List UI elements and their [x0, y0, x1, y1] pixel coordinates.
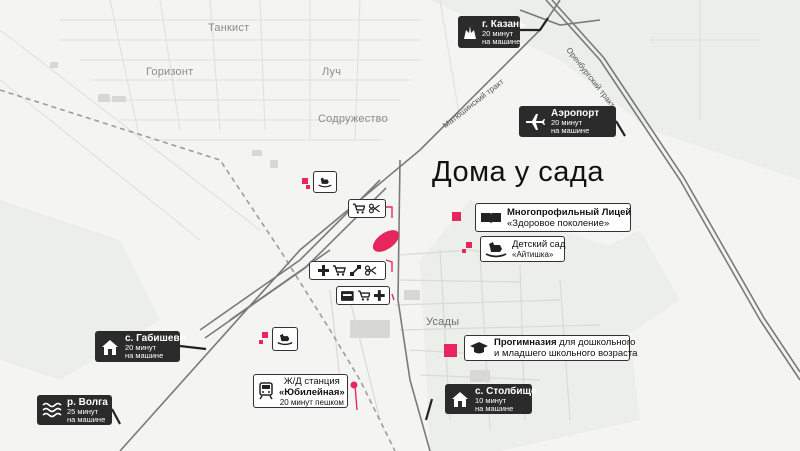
poi-kindergarten-sub: «Айтишка»	[512, 250, 554, 259]
medical-cross-icon	[318, 265, 329, 276]
kindergarten-north-marker-small	[306, 185, 310, 189]
destination-volga-name: р. Волга	[67, 396, 108, 408]
destination-airport-mode: на машине	[551, 126, 590, 135]
destination-gabishevo-time: 20 минут	[125, 343, 157, 352]
waves-icon	[42, 399, 62, 421]
district-label-sodruzhestvo: Содружество	[318, 113, 388, 125]
destination-kazan-time: 20 минут	[482, 28, 514, 38]
destination-gabishevo-mode: на машине	[125, 351, 164, 360]
destination-kazan-mode: на машине	[482, 36, 521, 46]
map-title: Дома у сада	[432, 156, 604, 188]
scissors-icon	[365, 265, 377, 276]
destination-kazan[interactable]: г. Казань 20 минут на машине	[458, 16, 525, 48]
destination-volga-mode: на машине	[67, 414, 106, 424]
kindergarten-west-marker-small	[259, 340, 263, 344]
destination-volga-time: 25 минут	[67, 406, 99, 416]
poi-progymnasium[interactable]: Прогимназия для дошкольного и младшего ш…	[464, 335, 637, 361]
atm-icon	[341, 290, 354, 301]
scissors-icon	[369, 203, 381, 214]
district-label-tankist: Танкист	[208, 22, 250, 34]
kindergarten-west-box[interactable]	[272, 327, 298, 351]
cart-icon	[357, 290, 371, 301]
destination-gabishevo[interactable]: с. Габишево 20 минут на машине	[95, 331, 186, 362]
poi-progymnasium-name: Прогимназия	[494, 337, 557, 348]
destination-kazan-name: г. Казань	[482, 18, 526, 30]
rocking-horse-icon	[485, 240, 507, 258]
poi-lyceum-sub: «Здоровое поколение»	[507, 217, 610, 229]
poi-station-sub: 20 минут пешком	[279, 397, 344, 407]
poi-station-line2: «Юбилейная»	[279, 386, 345, 398]
destination-gabishevo-name: с. Габишево	[125, 333, 186, 344]
airplane-icon	[524, 111, 546, 133]
kindergarten-north-box[interactable]	[313, 171, 337, 193]
medical-cross-icon	[374, 290, 386, 301]
poi-progymnasium-line2: и младшего школьного возраста	[494, 348, 638, 359]
rocking-horse-icon	[318, 177, 332, 188]
rocking-horse-icon	[277, 333, 293, 346]
amenity-box-shop[interactable]	[348, 199, 386, 218]
book-icon	[480, 211, 502, 225]
poi-kindergarten[interactable]: Детский сад «Айтишка»	[480, 236, 565, 262]
amenity-box-services[interactable]	[309, 261, 386, 280]
sport-icon	[350, 265, 361, 276]
poi-station-line1: Ж/Д станция	[283, 375, 340, 387]
lyceum-marker[interactable]	[452, 212, 461, 221]
house-icon	[450, 388, 470, 410]
destination-airport-time: 20 минут	[551, 118, 583, 127]
cart-icon	[353, 203, 366, 214]
train-icon	[258, 382, 274, 400]
destination-airport[interactable]: Аэропорт 20 минут на машине	[519, 106, 616, 137]
kindergarten-marker[interactable]	[466, 242, 472, 248]
kindergarten-marker-small	[462, 249, 466, 253]
kazan-emblem-icon	[463, 21, 477, 43]
progymnasium-marker[interactable]	[444, 344, 457, 357]
destination-stolbishche-mode: на машине	[475, 403, 514, 413]
district-label-gorizont: Горизонт	[146, 66, 194, 78]
destination-volga[interactable]: р. Волга 25 минут на машине	[37, 395, 112, 425]
destination-stolbishche[interactable]: с. Столбище 10 минут на машине	[445, 384, 537, 414]
kindergarten-west-marker[interactable]	[262, 332, 268, 338]
cart-icon	[333, 265, 346, 276]
poi-kindergarten-name: Детский сад	[512, 239, 566, 250]
poi-station[interactable]: Ж/Д станция «Юбилейная» 20 минут пешком	[253, 374, 348, 408]
destination-airport-name: Аэропорт	[551, 108, 600, 119]
district-label-usady: Усады	[426, 316, 460, 328]
house-icon	[100, 336, 120, 358]
poi-lyceum[interactable]: Многопрофильный Лицей «Здоровое поколени…	[475, 203, 631, 232]
amenity-box-bank[interactable]	[336, 286, 390, 305]
district-label-luch: Луч	[322, 66, 342, 78]
poi-progymnasium-desc: для дошкольного	[556, 337, 636, 348]
kindergarten-north-marker[interactable]	[302, 178, 308, 184]
poi-lyceum-name: Многопрофильный Лицей	[507, 206, 632, 218]
graduation-cap-icon	[469, 341, 489, 355]
destination-stolbishche-time: 10 минут	[475, 395, 507, 405]
destination-stolbishche-name: с. Столбище	[475, 385, 537, 397]
